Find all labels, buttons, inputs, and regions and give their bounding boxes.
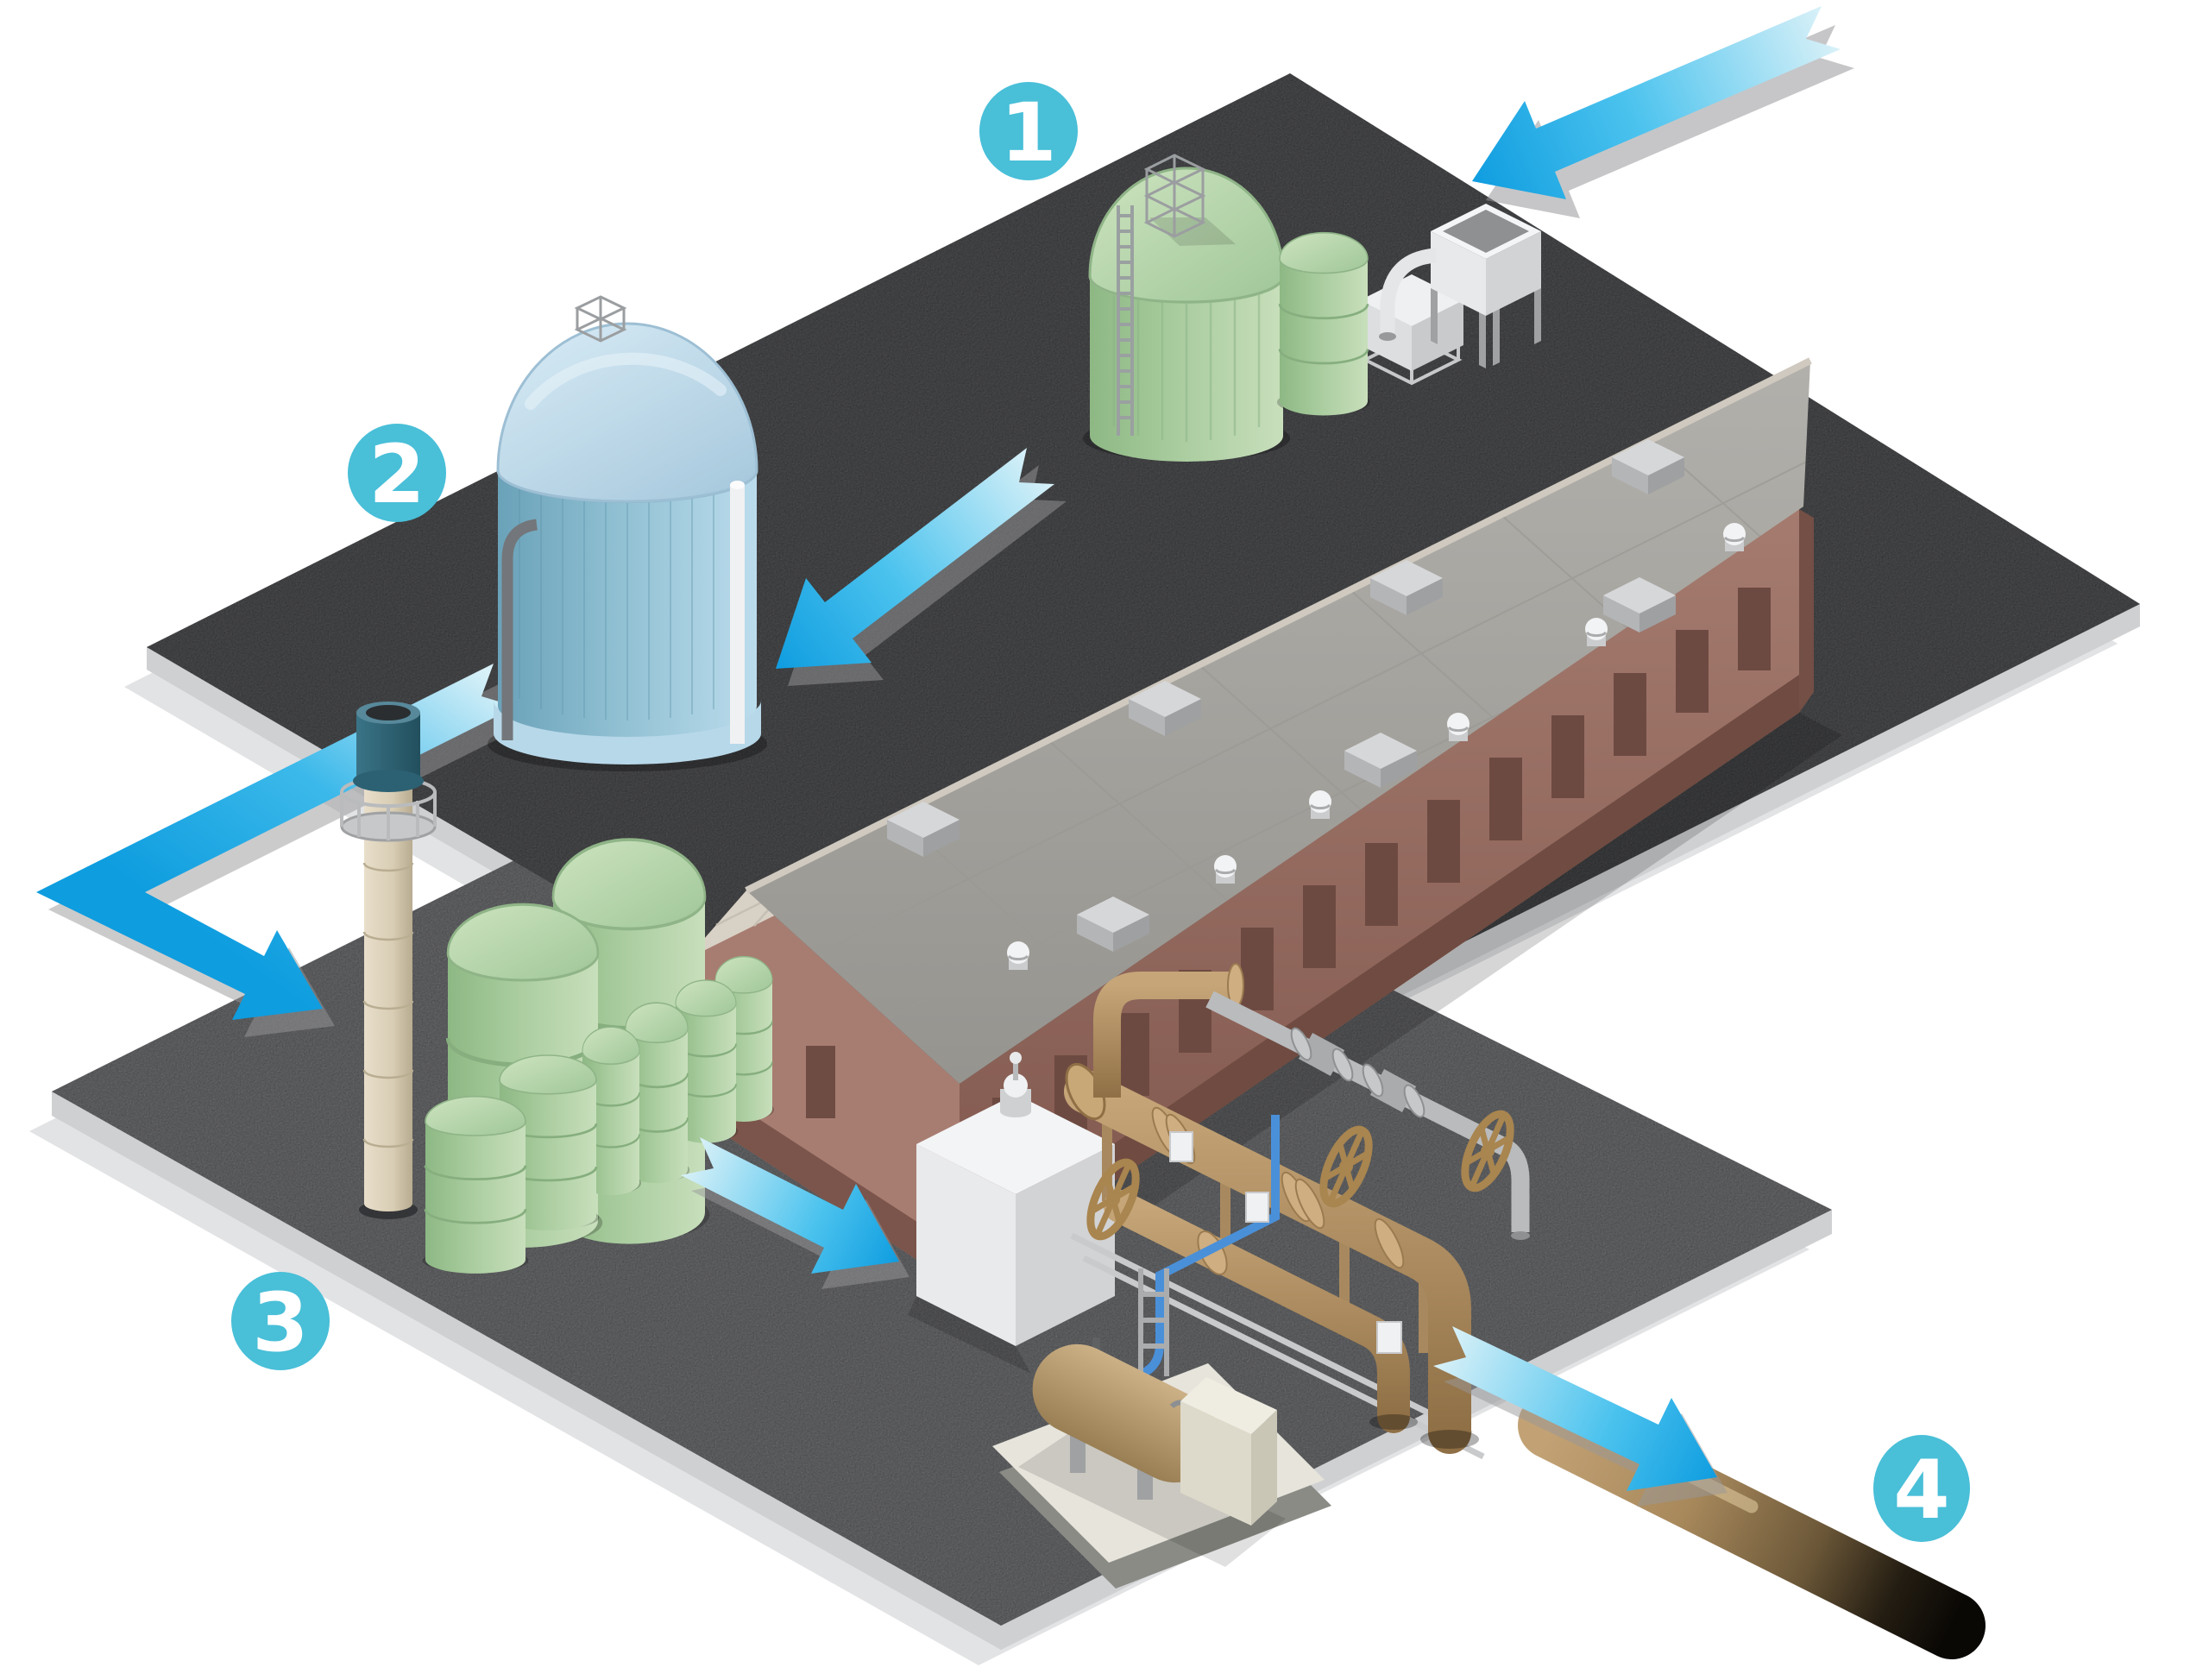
silo <box>421 1095 530 1275</box>
gable-window <box>806 1046 835 1118</box>
tank-dome <box>496 322 758 503</box>
roof-main-face <box>746 361 1810 1084</box>
digester-tank-small <box>1275 231 1372 417</box>
tank-cage-shadow <box>1149 217 1236 246</box>
callout-3[interactable]: 3 <box>231 1272 330 1370</box>
arrow-to-metering-unit <box>681 1137 909 1289</box>
gable-plinth <box>686 1072 960 1287</box>
callout-3-number: 3 <box>252 1276 308 1370</box>
control-cabinet <box>1180 1377 1277 1526</box>
arrow-to-pipeline <box>1433 1326 1728 1507</box>
digester-tank-large <box>1083 154 1290 462</box>
main-header-pipe <box>1064 1070 1471 1454</box>
callout-2-number: 2 <box>368 428 425 522</box>
tank-top-cage <box>574 295 627 343</box>
tank-panel-lines <box>519 483 736 720</box>
tank-side-pipe-gray <box>501 519 538 740</box>
right-end-edge <box>1799 509 1814 713</box>
separator-vessel-unit <box>992 1337 1331 1589</box>
callout-4-number: 4 <box>1893 1444 1949 1538</box>
stack-cap-body <box>356 713 420 785</box>
hopper-feed-pipe <box>1380 248 1437 333</box>
arrow-to-storage-tank <box>776 448 1067 686</box>
exhaust-stack <box>340 702 437 1219</box>
tank-body <box>498 470 757 737</box>
sensor-boxes <box>1169 1131 1402 1354</box>
metering-roof-vent <box>1000 1052 1031 1117</box>
callout-1[interactable]: 1 <box>979 82 1078 180</box>
riser-elbow-pipe <box>1093 972 1230 1098</box>
arrow-feedstock-inflow <box>1472 6 1854 218</box>
tank-ladder <box>1117 205 1134 436</box>
separator-vessel <box>1032 1343 1220 1483</box>
pipe-support-frame <box>1138 1268 1169 1376</box>
skid-posts <box>1102 1103 1429 1353</box>
truck-unloading-station <box>1360 204 1541 386</box>
gas-storage-tank <box>488 295 767 771</box>
stack-opening <box>366 705 411 720</box>
stack-platform-railing <box>340 777 437 842</box>
callout-1-number: 1 <box>1000 86 1056 180</box>
callout-4[interactable]: 4 <box>1873 1435 1970 1542</box>
stack-segment-lines <box>362 862 414 1148</box>
compression-skid <box>1064 963 1530 1460</box>
receiving-hopper <box>1379 204 1541 368</box>
stack-shaft <box>364 785 412 1211</box>
tank-riser-pipe-white <box>730 485 745 744</box>
callout-2[interactable]: 2 <box>348 424 446 522</box>
building-ground-shadow <box>960 713 1842 1313</box>
dome-highlight <box>525 352 727 410</box>
metering-building <box>908 1052 1115 1374</box>
tank-top-cage <box>1143 154 1206 238</box>
